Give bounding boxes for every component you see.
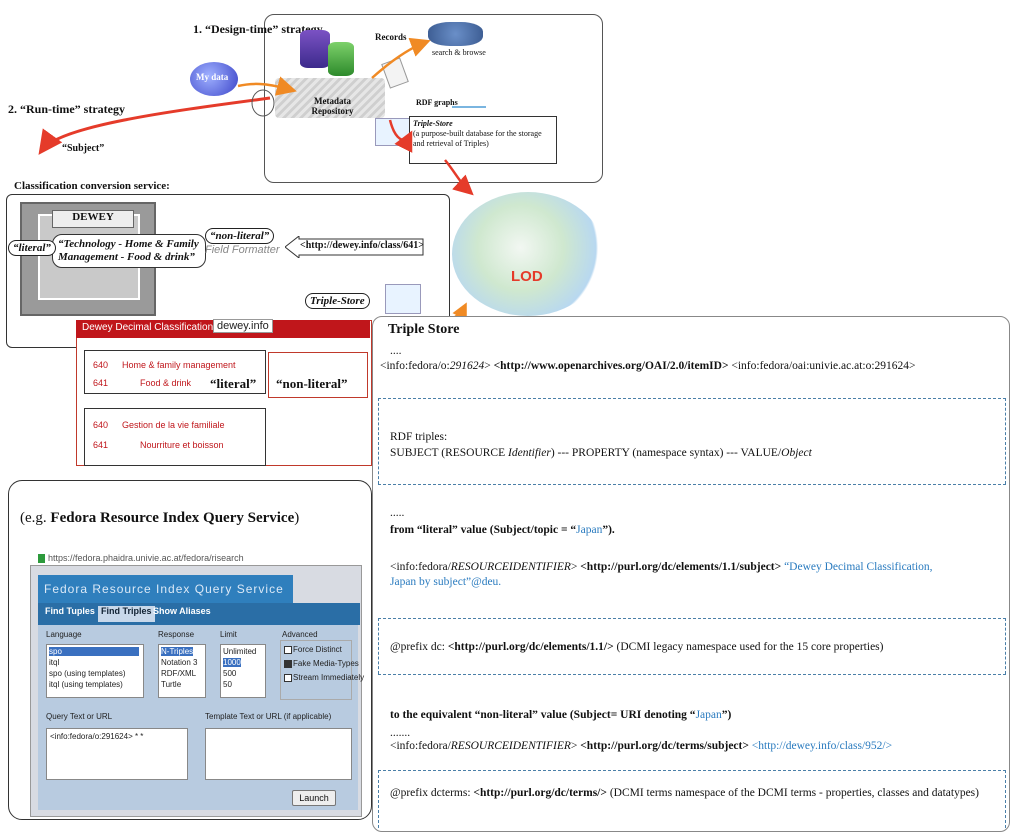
force-distinct-label: Force Distinct — [293, 645, 342, 654]
fedora-caption: (e.g. Fedora Resource Index Query Servic… — [20, 510, 300, 526]
dc-prefix: @prefix dc: <http://purl.org/dc/elements… — [390, 641, 884, 653]
dcterms-prefix: @prefix dcterms: <http://purl.org/dc/ter… — [390, 787, 979, 799]
separator — [378, 484, 1006, 485]
dewey-non-literal-label: “non-literal” — [276, 376, 348, 391]
dewey-code: 640 — [93, 420, 109, 430]
dewey-header: DEWEY — [52, 210, 134, 228]
advanced-group — [280, 640, 352, 700]
dewey-english-group — [84, 350, 266, 394]
force-distinct-checkbox[interactable] — [284, 646, 292, 654]
design-time-label: 1. “Design-time” strategy — [193, 22, 323, 36]
dewey-french-group — [84, 408, 266, 466]
dewey-brand: Dewey Decimal Classification — [82, 322, 214, 333]
subject-label: “Subject” — [62, 143, 105, 154]
dewey-site: dewey.info — [213, 319, 273, 333]
lod-label: LOD — [511, 268, 543, 285]
literal-tag: “literal” — [8, 240, 56, 256]
separator — [378, 674, 1006, 675]
tab-show-aliases[interactable]: Show Aliases — [153, 606, 211, 616]
records-label: Records — [375, 32, 407, 42]
language-select[interactable]: spo itql spo (using templates) itql (usi… — [46, 644, 144, 698]
query-label: Query Text or URL — [46, 712, 113, 721]
conversion-title: Classification conversion service: — [14, 180, 170, 192]
dots: .... — [390, 345, 402, 357]
my-data-icon — [190, 62, 238, 96]
run-time-label: 2. “Run-time” strategy — [8, 102, 125, 116]
rdf-graph-line — [452, 106, 486, 108]
users-icon — [428, 22, 483, 46]
lod-cloud — [452, 192, 604, 316]
dewey-label: Gestion de la vie familiale — [122, 420, 225, 430]
dewey-uri-column — [268, 352, 368, 398]
separator — [378, 618, 1006, 619]
dots: ....... — [390, 727, 411, 739]
from-literal: from “literal” value (Subject/topic = “J… — [390, 524, 615, 536]
repository-cylinder-green-icon — [328, 42, 354, 76]
fake-media-types-checkbox[interactable] — [284, 660, 292, 668]
dewey-code: 641 — [93, 378, 109, 388]
url-bar[interactable]: https://fedora.phaidra.univie.ac.at/fedo… — [48, 553, 244, 563]
my-data-arrow — [237, 76, 297, 96]
query-textarea[interactable]: <info:fedora/o:291624> * * — [46, 728, 188, 780]
dewey-code: 640 — [93, 360, 109, 370]
records-arrow — [371, 37, 431, 79]
graph-arrow — [388, 119, 413, 153]
fake-media-types-label: Fake Media-Types — [293, 659, 359, 668]
uri-text: <http://dewey.info/class/641> — [300, 240, 424, 251]
dewey-literal-label: “literal” — [210, 376, 257, 391]
language-label: Language — [46, 630, 82, 639]
rdf-syntax: SUBJECT (RESOURCE Identifier) --- PROPER… — [390, 447, 812, 459]
fedora-header-bar — [38, 575, 293, 603]
my-data-label: My data — [196, 72, 229, 82]
lod-arrow — [444, 159, 474, 196]
dewey-label: Nourriture et boisson — [140, 440, 224, 450]
example-triple: <info:fedora/o:291624> <http://www.opena… — [380, 360, 916, 372]
triple-store-title: Triple-Store — [413, 119, 453, 128]
stream-immediately-checkbox[interactable] — [284, 674, 292, 682]
advanced-label: Advanced — [282, 630, 318, 639]
run-time-arrow — [38, 96, 271, 155]
separator — [378, 770, 1006, 771]
field-formatter-label: Field Formatter — [205, 244, 280, 256]
non-literal-tag: “non-literal” — [205, 228, 275, 244]
conversion-triple-store-label: Triple-Store — [305, 293, 370, 309]
triple-store-panel — [372, 316, 1010, 832]
rdf-graphs-label: RDF graphs — [416, 98, 458, 107]
literal-triple: <info:fedora/RESOURCEIDENTIFIER> <http:/… — [390, 561, 933, 588]
response-label: Response — [158, 630, 195, 639]
conversion-triple-store-graphic — [385, 284, 421, 314]
uri-arrow-shape — [285, 236, 424, 258]
dots: ..... — [390, 507, 405, 519]
dewey-code: 641 — [93, 440, 109, 450]
search-browse-label: search & browse — [432, 48, 486, 57]
limit-label: Limit — [220, 630, 237, 639]
separator — [378, 398, 1006, 399]
template-textarea[interactable] — [205, 728, 352, 780]
lock-icon — [38, 554, 45, 563]
triple-store-heading: Triple Store — [388, 322, 460, 337]
literal-text: “Technology - Home & Family Management -… — [52, 234, 206, 268]
response-select[interactable]: N-Triples Notation 3 RDF/XML Turtle — [158, 644, 206, 698]
limit-select[interactable]: Unlimited 1000 500 50 — [220, 644, 266, 698]
non-literal-triple: <info:fedora/RESOURCEIDENTIFIER> <http:/… — [390, 740, 893, 752]
metadata-repository-label: Metadata Repository — [311, 96, 354, 116]
fedora-header: Fedora Resource Index Query Service — [44, 582, 284, 596]
tab-find-tuples[interactable]: Find Tuples — [45, 606, 95, 616]
triple-store-desc: (a purpose-built database for the storag… — [413, 129, 542, 148]
template-label: Template Text or URL (if applicable) — [205, 712, 332, 721]
query-value: <info:fedora/o:291624> * * — [50, 732, 144, 741]
triple-store-description-box: Triple-Store (a purpose-built database f… — [409, 116, 557, 164]
repository-cylinder-icon — [300, 30, 330, 68]
tab-find-triples[interactable]: Find Triples — [98, 606, 155, 622]
launch-button[interactable]: Launch — [292, 790, 336, 806]
dewey-label: Home & family management — [122, 360, 236, 370]
stream-immediately-label: Stream Immediately — [293, 673, 365, 682]
to-non-literal: to the equivalent “non-literal” value (S… — [390, 709, 732, 721]
dewey-label: Food & drink — [140, 378, 192, 388]
rdf-label: RDF triples: — [390, 431, 448, 443]
